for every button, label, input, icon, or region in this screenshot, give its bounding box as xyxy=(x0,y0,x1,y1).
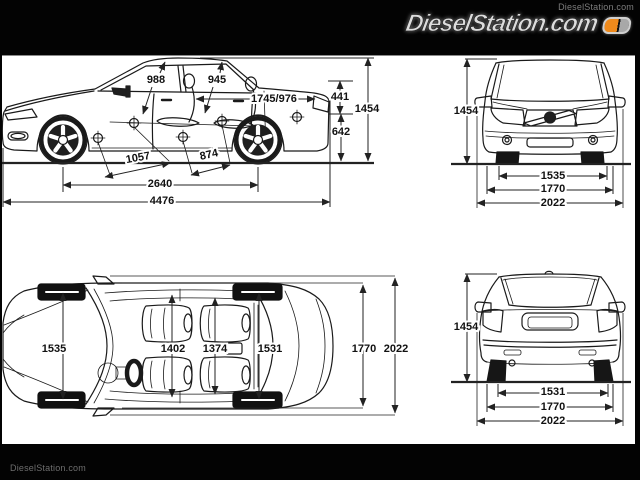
dim-top-body-width: 1770 xyxy=(352,343,376,355)
rear-view-diagram: 1454 1531 1770 2022 xyxy=(451,270,631,429)
dim-interior-length: 1745/976 xyxy=(251,93,297,105)
dim-rear-body-width: 1770 xyxy=(541,401,565,413)
dim-front-headroom: 988 xyxy=(147,74,165,86)
side-view-dimensions: 988 945 1745/976 441 1454 642 1057 874 2… xyxy=(2,57,382,209)
site-url-bottom: DieselStation.com xyxy=(10,463,86,473)
dim-front-overall-height: 1454 xyxy=(454,105,479,117)
dim-deck-height: 441 xyxy=(331,91,349,103)
car-rear-drawing xyxy=(474,270,626,383)
dim-side-overall-height: 1454 xyxy=(355,103,380,115)
top-view-diagram: 1535 1402 1374 1531 1770 2022 xyxy=(2,275,410,417)
front-view-dimensions: 1454 1535 1770 2022 xyxy=(451,58,631,211)
logo-flag-badge-icon xyxy=(601,17,633,34)
dim-rear-mirror-width: 2022 xyxy=(541,415,565,427)
rear-view-dimensions: 1454 1531 1770 2022 xyxy=(451,273,631,429)
front-view-diagram: 1454 1535 1770 2022 xyxy=(451,58,631,211)
dim-top-mirror-width: 2022 xyxy=(384,343,408,355)
car-side-drawing xyxy=(2,57,330,176)
dim-top-rear-track: 1531 xyxy=(258,343,282,355)
side-view-diagram: 988 945 1745/976 441 1454 642 1057 874 2… xyxy=(2,57,382,209)
dim-top-front-track: 1535 xyxy=(42,343,66,355)
dim-rear-shoulder-room: 1374 xyxy=(203,343,228,355)
dim-lower-body-height: 642 xyxy=(332,126,350,138)
dim-rear-overall-height: 1454 xyxy=(454,321,479,333)
car-front-drawing xyxy=(474,59,626,165)
dim-rear-legroom: 874 xyxy=(199,147,220,163)
dim-rear-headroom: 945 xyxy=(208,74,226,86)
site-url-top: DieselStation.com xyxy=(558,2,634,12)
dim-front-shoulder-room: 1402 xyxy=(161,343,185,355)
dim-overall-length: 4476 xyxy=(150,195,174,207)
dieselstation-logo: DieselStation.com xyxy=(403,10,634,38)
dim-front-mirror-width: 2022 xyxy=(541,197,565,209)
blueprint-canvas: 988 945 1745/976 441 1454 642 1057 874 2… xyxy=(2,55,635,444)
front-wheel xyxy=(38,115,88,165)
top-view-dimensions: 1535 1402 1374 1531 1770 2022 xyxy=(40,275,410,416)
dim-front-track: 1535 xyxy=(541,170,565,182)
dim-rear-track: 1531 xyxy=(541,386,565,398)
dim-front-body-width: 1770 xyxy=(541,183,565,195)
rear-wheel xyxy=(233,115,283,165)
dim-wheelbase: 2640 xyxy=(148,178,172,190)
logo-text: DieselStation.com xyxy=(403,10,600,38)
